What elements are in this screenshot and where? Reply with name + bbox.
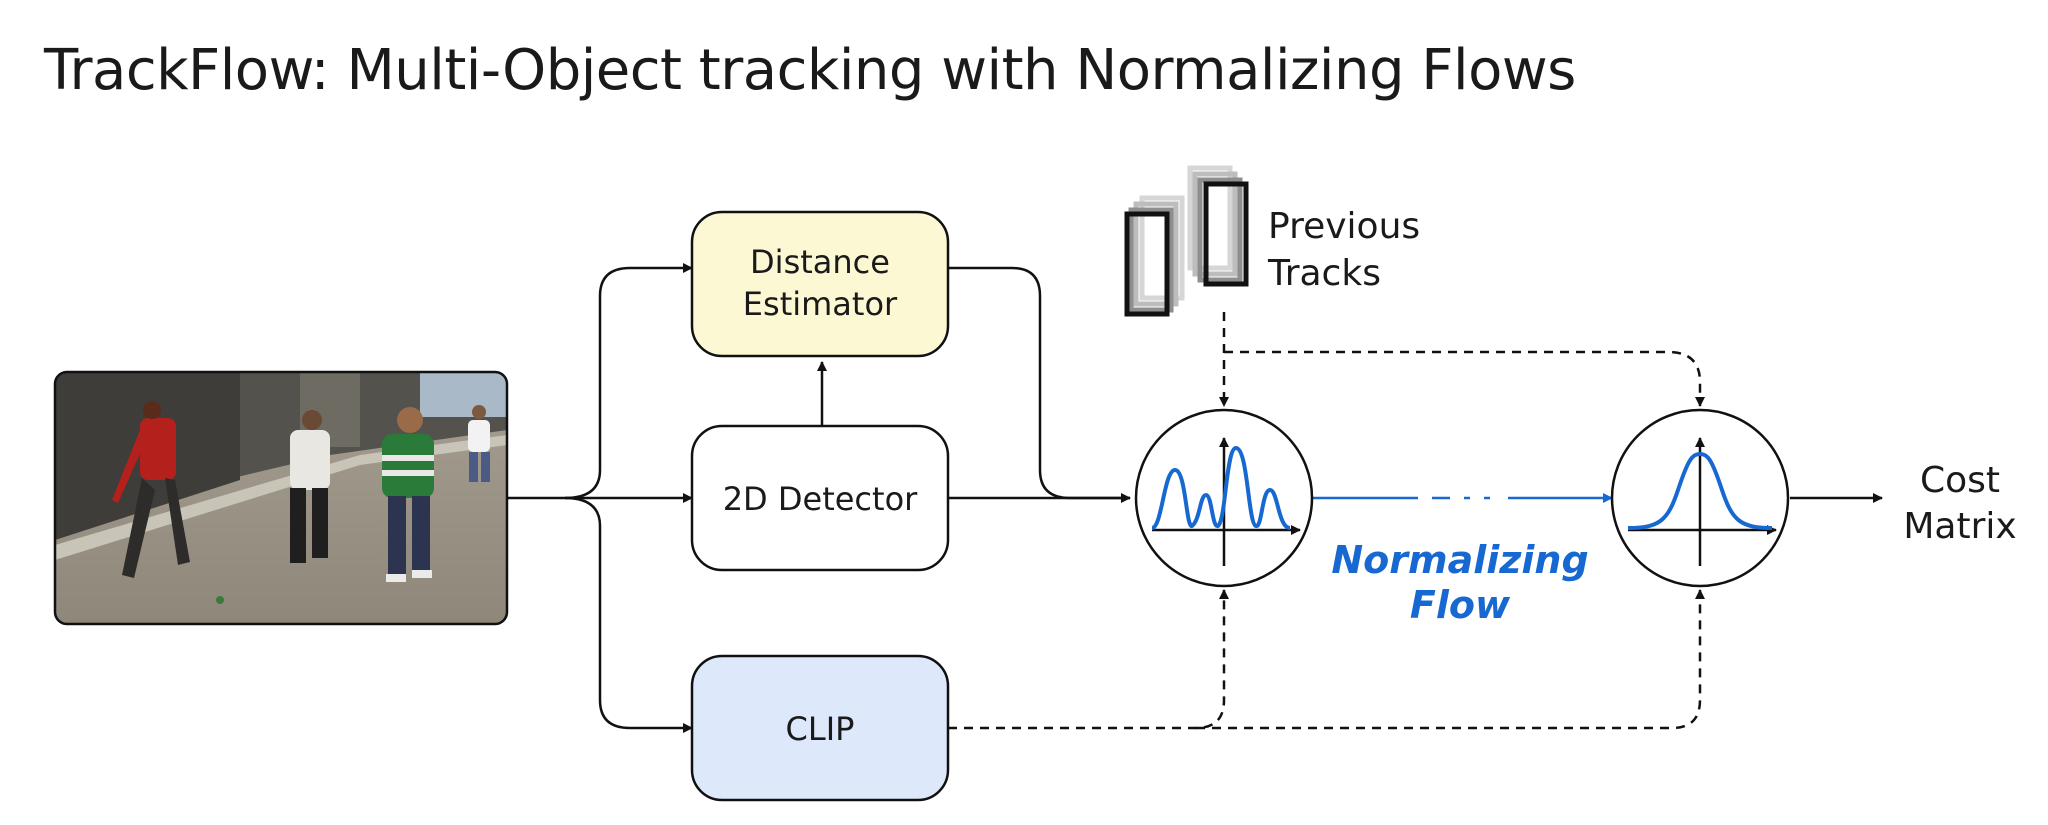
detector-2d-shape [690, 424, 950, 572]
multimodal-distribution-node [1134, 408, 1314, 588]
clip-box: CLIP [690, 654, 950, 802]
detector-2d-box: 2D Detector [690, 424, 950, 572]
cost-matrix-label-line1: Cost [1920, 460, 2000, 501]
previous-tracks-label-line2: Tracks [1267, 253, 1381, 294]
normalizing-flow-label-line2: Flow [1410, 583, 1511, 627]
clip-label: CLIP [786, 710, 855, 748]
previous-tracks-label-line1: Previous [1268, 206, 1420, 247]
normalizing-flow-label-line1: Normalizing [1331, 538, 1588, 582]
clip-shape [690, 654, 950, 802]
distance-estimator-box: Distance Estimator [690, 210, 950, 358]
previous-tracks-icon [1124, 165, 1249, 317]
distance-estimator-label-line1: Distance [750, 243, 890, 281]
cost-matrix-label-line2: Matrix [1903, 506, 2016, 547]
diagram-title: TrackFlow: Multi-Object tracking with No… [44, 38, 1576, 103]
distance-estimator-shape [690, 210, 950, 358]
input-video-frame [53, 370, 509, 626]
distance-estimator-label-line2: Estimator [743, 285, 898, 323]
dashed-connectors [948, 312, 1705, 730]
detector-2d-label: 2D Detector [723, 480, 918, 518]
input-connectors [507, 263, 1883, 733]
gaussian-distribution-node [1610, 408, 1790, 588]
